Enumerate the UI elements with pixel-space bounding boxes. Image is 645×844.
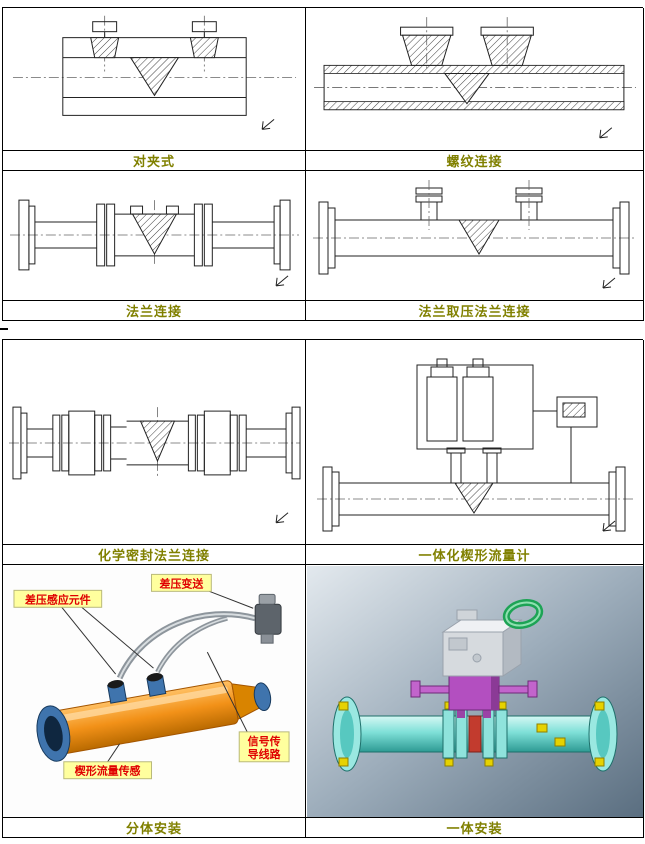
end-flange-right [285,406,301,479]
wedge-flow-sensor-body [35,672,271,762]
flange-tap-diagram [312,179,637,288]
cell-chemical-seal-drawing [3,340,306,545]
leader-line [106,743,120,762]
wedge-element [131,213,177,255]
transmitter-display [562,402,585,417]
installation-table-bottom: 化学密封法兰连接 一体化楔形流量计 [2,339,644,838]
meter-body [61,36,247,116]
leader-arrow [598,126,612,138]
end-flange-left [11,406,27,479]
cell-wafer-drawing [3,8,306,151]
bolt-left [89,20,119,58]
cell-flange-drawing [3,171,306,301]
leader-arrow [275,511,288,523]
end-flange-right [608,466,625,531]
installation-table-top: 对夹式 螺纹连接 [2,7,644,321]
leader-arrow [261,118,274,130]
label-wedge-flow-sensor: 楔形流量传感 [62,760,152,779]
cell-integrated-meter-drawing [306,340,644,545]
document-page: 对夹式 螺纹连接 [0,7,644,838]
signal-hose [116,610,256,679]
caption-integrated-meter: 一体化楔形流量计 [306,545,644,565]
leader-line [206,651,248,732]
pressure-tap-nozzle-left [415,179,442,230]
caption-split-install: 分体安装 [3,818,306,838]
wedge-element [453,482,494,514]
wafer-type-diagram [12,15,296,130]
leader-arrow [602,277,615,288]
svg-text:信号传: 信号传 [247,733,280,747]
wedge-element [457,219,500,255]
leader-arrow [275,274,288,286]
caption-chemical-seal: 化学密封法兰连接 [3,545,306,565]
valve-manifold-magenta [410,675,537,718]
end-flange-right [612,201,629,274]
table-gap [0,321,643,339]
dp-transmitter-device [254,593,282,644]
end-flange-left [17,199,35,270]
threaded-boss-right [480,16,534,71]
end-flange-right [273,199,291,270]
pressure-port-left [106,679,127,704]
condensate-pot-right [462,358,493,441]
transmitter-block [440,609,523,677]
wedge-section-red [468,715,481,752]
end-flange-left [318,201,335,274]
integrated-meter-diagram [316,358,633,531]
meter-center-body [126,420,188,465]
transmitter [532,396,597,483]
manifold-frame [416,364,533,449]
page-edge-mark [0,328,8,330]
caption-integrated-install: 一体安装 [306,818,644,838]
small-flange [253,681,271,711]
cell-flange-tap-drawing [306,171,644,301]
cell-threaded-drawing [306,8,644,151]
label-dp-transmitter: 差压变送 [150,573,212,592]
leader-arrow [602,520,615,531]
flange-pair-right [193,203,213,266]
flange-connection-diagram [9,199,299,286]
threaded-boss-left [399,16,453,71]
cell-split-install-photo: 差压感应元件 差压变送 楔形流量传感 信号传 导线路 [3,565,306,818]
flange-pair [93,414,111,471]
valve-handle-right [498,680,537,697]
caption-wafer: 对夹式 [3,151,306,171]
svg-text:导线路: 导线路 [247,746,281,760]
bolt-right [189,20,219,58]
leader-line [80,606,154,668]
pressure-port-right [145,672,166,697]
end-flange-left [322,466,339,531]
label-signal-line: 信号传 导线路 [238,730,290,762]
wedge-element [129,56,179,96]
label-dp-sensing-element: 差压感应元件 [12,589,102,608]
wedge-element [139,420,175,462]
threaded-connection-diagram [313,16,636,138]
chemical-seal-diagram [8,406,301,523]
caption-flange: 法兰连接 [3,301,306,321]
svg-text:差压变送: 差压变送 [159,576,203,590]
caption-threaded: 螺纹连接 [306,151,644,171]
green-ring [502,598,543,629]
svg-text:楔形流量传感: 楔形流量传感 [74,763,140,777]
leader-line [60,606,116,674]
cell-integrated-install-render [306,565,644,818]
flange-pair-left [95,203,115,266]
flange-pair [229,414,247,471]
pressure-tap-nozzle-right [515,179,542,230]
caption-flange-tap: 法兰取压法兰连接 [306,301,644,321]
tap-tubes [446,447,501,483]
condensate-pot-left [426,358,457,441]
valve-handle-left [410,680,449,697]
meter-center-body [114,205,194,256]
wedge-element [443,72,490,104]
split-installation-illustration: 差压感应元件 差压变送 楔形流量传感 信号传 导线路 [3,565,305,817]
integrated-installation-render [306,565,643,817]
leader-line [208,590,253,609]
center-flange [442,709,454,758]
svg-text:差压感应元件: 差压感应元件 [24,592,90,606]
